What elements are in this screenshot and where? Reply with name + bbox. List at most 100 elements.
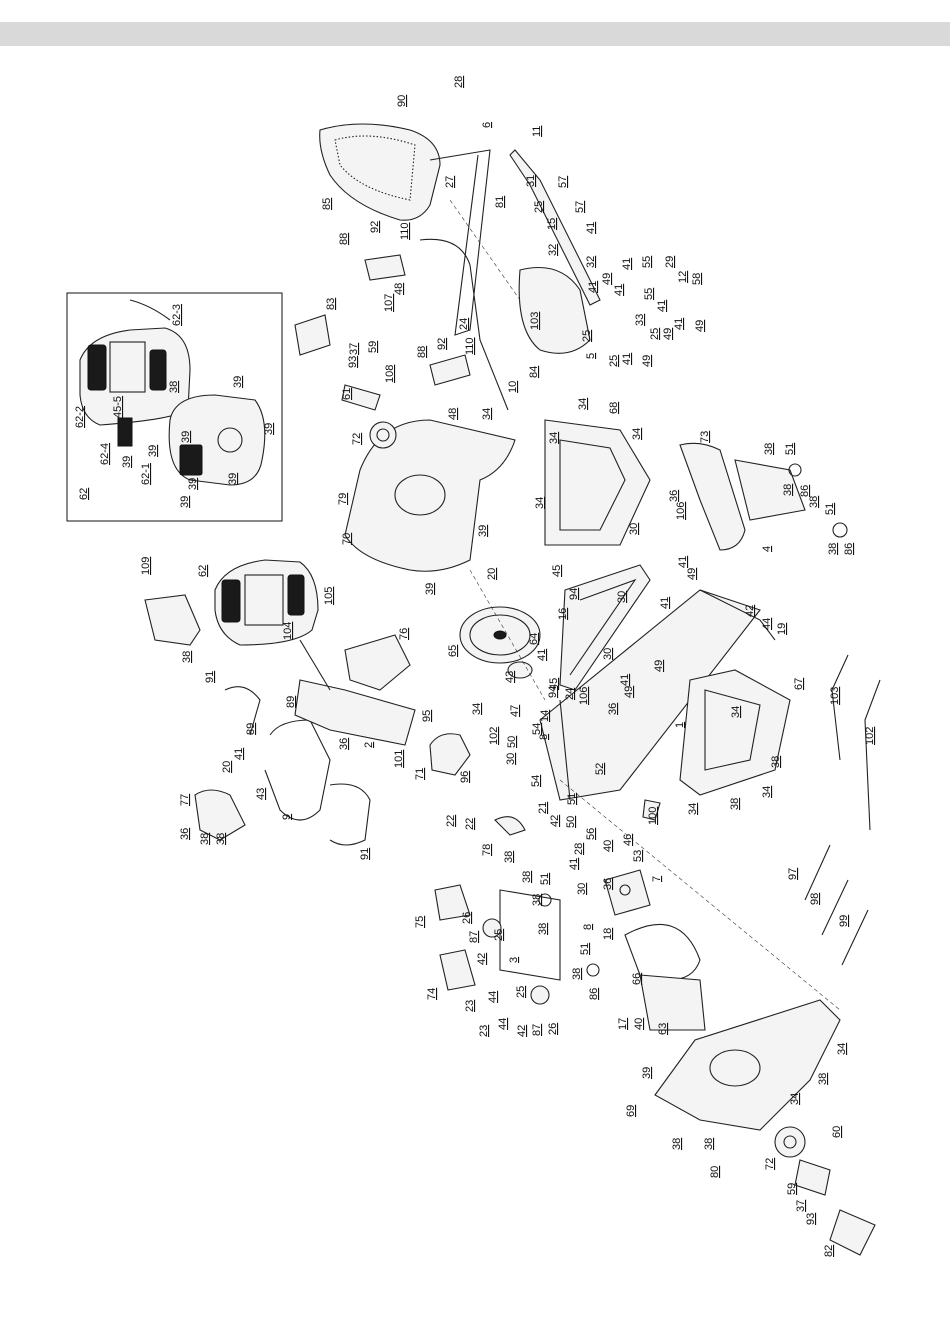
sensor-bracket [642, 799, 661, 821]
crank-arm-top [341, 384, 381, 411]
part-number-label: 90 [396, 95, 408, 107]
part-number-label: 8 [538, 734, 550, 740]
part-number-label: 34 [836, 1043, 848, 1055]
part-number-label: 91 [359, 848, 371, 860]
part-number-label: 41 [587, 281, 599, 293]
part-number-label: 26 [547, 1023, 559, 1035]
seat-handle-lower [429, 354, 471, 386]
end-cap-75 [434, 884, 471, 921]
part-number-label: 39 [180, 431, 192, 443]
part-number-label: 62-3 [171, 304, 183, 326]
part-number-label: 72 [764, 1158, 776, 1170]
part-number-label: 104 [282, 622, 294, 640]
part-number-label: 55 [643, 288, 655, 300]
part-number-label: 43 [255, 788, 267, 800]
part-number-label: 92 [436, 338, 448, 350]
part-number-label: 18 [602, 928, 614, 940]
part-number-label: 25 [493, 929, 505, 941]
tablet-holder [144, 594, 201, 646]
part-number-label: 57 [557, 176, 569, 188]
part-number-label: 60 [831, 1126, 843, 1138]
part-number-label: 49 [641, 355, 653, 367]
part-number-label: 70 [341, 533, 353, 545]
part-number-label: 9 [281, 814, 293, 820]
part-number-label: 41 [621, 353, 633, 365]
part-number-label: 107 [383, 294, 395, 312]
part-number-label: 41 [613, 284, 625, 296]
part-number-label: 32 [547, 244, 559, 256]
part-number-label: 34 [761, 786, 773, 798]
cables [804, 654, 881, 966]
part-number-label: 25 [533, 201, 545, 213]
seat-handle-top [364, 254, 471, 386]
part-number-label: 100 [647, 807, 659, 825]
part-number-label: 51 [566, 793, 578, 805]
part-number-label: 23 [464, 1000, 476, 1012]
part-number-label: 41 [568, 858, 580, 870]
part-number-label: 65 [447, 645, 459, 657]
part-number-label: 27 [444, 176, 456, 188]
inset-console-front [79, 299, 191, 426]
part-number-label: 88 [338, 233, 350, 245]
part-number-label: 34 [631, 428, 643, 440]
part-number-label: 30 [602, 648, 614, 660]
part-number-label: 56 [585, 828, 597, 840]
part-number-label: 38 [729, 798, 741, 810]
part-number-label: 49 [686, 568, 698, 580]
crank-wheel-bottom [774, 1126, 806, 1158]
part-number-label: 25 [515, 986, 527, 998]
part-number-label: 93 [347, 356, 359, 368]
part-number-label: 39 [187, 478, 199, 490]
wheel-87-bottom [530, 985, 550, 1005]
seat-back [319, 123, 441, 221]
part-number-label: 94 [547, 686, 559, 698]
part-number-label: 21 [537, 802, 549, 814]
part-number-label: 39 [477, 525, 489, 537]
part-number-label: 34 [577, 398, 589, 410]
part-number-label: 67 [793, 678, 805, 690]
part-number-label: 36 [668, 490, 680, 502]
part-number-label: 33 [634, 314, 646, 326]
part-number-label: 68 [608, 402, 620, 414]
front-stabilizer [434, 884, 600, 1005]
pedal-top [294, 314, 331, 356]
part-number-label: 73 [699, 431, 711, 443]
part-number-label: 42 [516, 1025, 528, 1037]
part-number-label: 30 [616, 591, 628, 603]
part-number-label: 42 [549, 815, 561, 827]
part-number-label: 103 [829, 687, 841, 705]
part-number-label: 29 [664, 256, 676, 268]
part-number-label: 62 [197, 565, 209, 577]
part-number-label: 25 [608, 355, 620, 367]
part-number-label: 41 [619, 674, 631, 686]
part-number-label: 108 [384, 365, 396, 383]
part-number-label: 42 [744, 605, 756, 617]
part-number-label: 59 [367, 341, 379, 353]
part-number-label: 84 [528, 366, 540, 378]
part-number-label: 91 [204, 671, 216, 683]
part-number-label: 38 [215, 833, 227, 845]
pedal-bottom [829, 1209, 876, 1256]
part-number-label: 106 [578, 687, 590, 705]
part-number-label: 2 [363, 742, 375, 748]
part-number-label: 39 [179, 496, 191, 508]
part-number-label: 87 [468, 931, 480, 943]
part-number-label: 41 [233, 748, 245, 760]
part-number-label: 22 [464, 818, 476, 830]
part-number-label: 44 [761, 618, 773, 630]
part-number-label: 34 [789, 1093, 801, 1105]
part-number-label: 34 [534, 497, 546, 509]
part-number-label: 38 [827, 543, 839, 555]
part-number-label: 101 [393, 750, 405, 768]
part-number-label: 89 [285, 696, 297, 708]
part-number-label: 57 [574, 201, 586, 213]
axle-hub [507, 661, 533, 679]
part-number-label: 4 [761, 546, 773, 552]
magnet-bracket [494, 816, 526, 836]
part-number-label: 41 [673, 318, 685, 330]
part-number-label: 54 [531, 723, 543, 735]
part-number-label: 32 [585, 256, 597, 268]
part-number-label: 44 [487, 991, 499, 1003]
part-number-label: 55 [641, 256, 653, 268]
slide-rail [559, 564, 651, 691]
